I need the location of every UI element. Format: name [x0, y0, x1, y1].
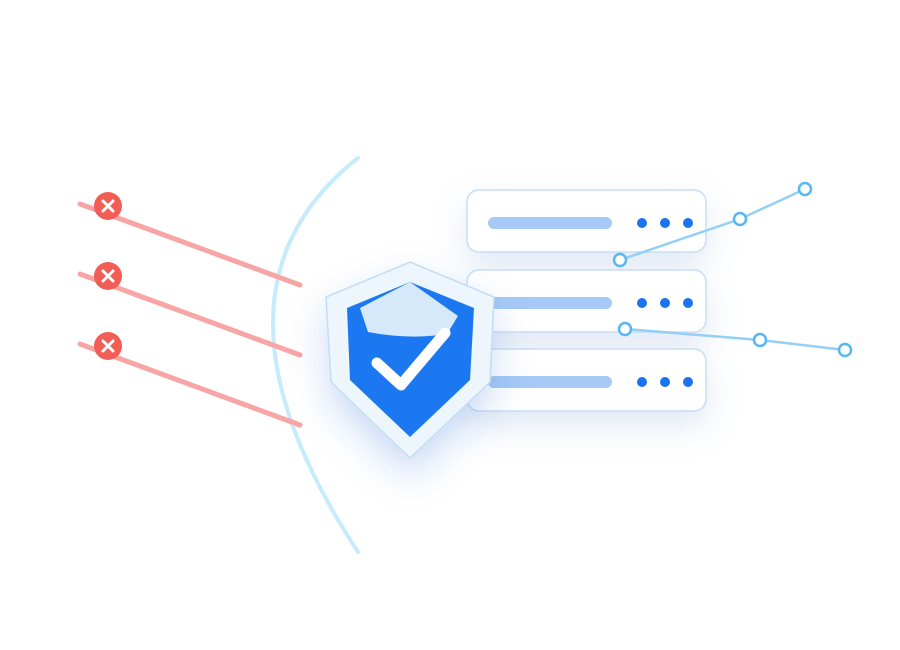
- checkmark-icon: [371, 327, 451, 391]
- barrier-arc: [271, 156, 360, 554]
- server-stack: [466, 189, 707, 412]
- status-dot-icon: [637, 298, 647, 308]
- x-mark: [101, 199, 115, 213]
- circle-node-icon: [837, 342, 853, 358]
- x-mark: [101, 339, 115, 353]
- threat-line: [77, 341, 303, 428]
- server-label-bar: [488, 376, 612, 388]
- x-mark: [101, 269, 115, 283]
- threat-item: [77, 192, 303, 288]
- circle-node-icon: [797, 181, 813, 197]
- connector-line: [624, 327, 846, 352]
- threat-item: [77, 332, 303, 428]
- server-unit: [466, 348, 707, 412]
- connector: [617, 321, 853, 358]
- status-dot-icon: [637, 377, 647, 387]
- status-dot-icon: [637, 218, 647, 228]
- server-unit: [466, 189, 707, 253]
- threat-item: [77, 262, 303, 358]
- circle-node-icon: [732, 211, 748, 227]
- status-dot-icon: [660, 218, 670, 228]
- circle-node-icon: [752, 332, 768, 348]
- connector: [612, 181, 813, 268]
- threat-line: [77, 271, 303, 358]
- shield-icon: [325, 261, 495, 460]
- server-unit: [466, 269, 707, 333]
- server-label-bar: [488, 217, 612, 229]
- threat-group: [77, 192, 303, 428]
- connector-lines: [612, 181, 853, 358]
- shield-highlight: [360, 282, 458, 337]
- x-circle-icon: [94, 192, 122, 220]
- status-dot-icon: [683, 218, 693, 228]
- server-label-bar: [488, 297, 612, 309]
- threat-line: [77, 201, 303, 288]
- circle-node-icon: [617, 321, 633, 337]
- status-dot-icon: [683, 377, 693, 387]
- status-dot-icon: [660, 377, 670, 387]
- x-circle-icon: [94, 262, 122, 290]
- x-circle-icon: [94, 332, 122, 360]
- circle-node-icon: [612, 252, 628, 268]
- status-dot-icon: [660, 298, 670, 308]
- status-dot-icon: [683, 298, 693, 308]
